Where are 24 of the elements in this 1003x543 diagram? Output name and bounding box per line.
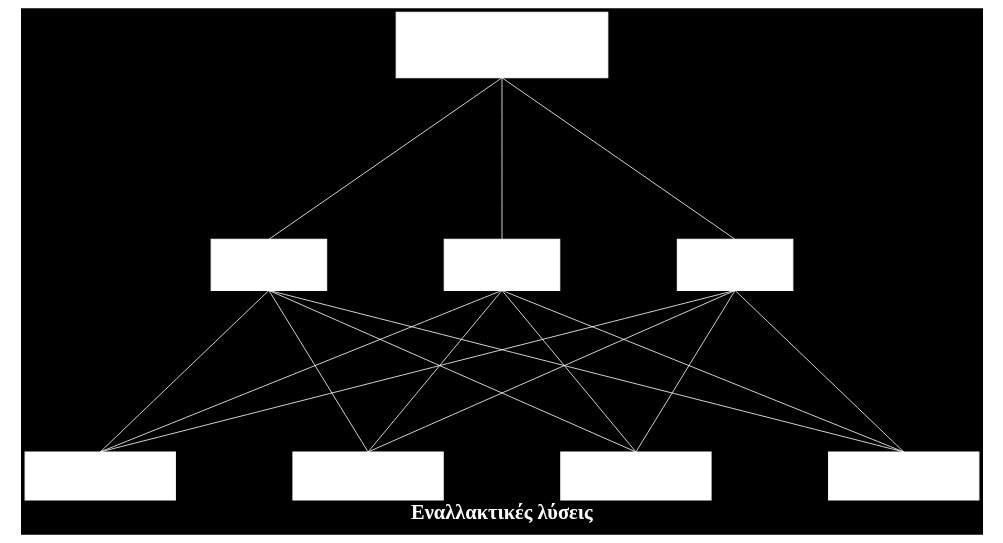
node-box bbox=[24, 451, 176, 501]
connector bbox=[367, 290, 502, 453]
node-box bbox=[291, 451, 444, 501]
connector bbox=[99, 290, 269, 453]
caption: Εναλλακτικές λύσεις bbox=[410, 501, 593, 524]
connector bbox=[501, 290, 904, 453]
connector bbox=[635, 290, 735, 453]
connector bbox=[268, 290, 368, 453]
connector bbox=[99, 290, 735, 453]
connector bbox=[99, 290, 502, 453]
node-box bbox=[210, 238, 327, 291]
node-box bbox=[443, 238, 560, 291]
connector bbox=[501, 290, 636, 453]
node-box bbox=[559, 451, 712, 501]
connector bbox=[268, 290, 904, 453]
node-box bbox=[827, 451, 979, 501]
connector bbox=[367, 290, 735, 453]
node-box bbox=[395, 11, 608, 79]
connector bbox=[501, 77, 735, 240]
node-box bbox=[676, 238, 793, 291]
connector bbox=[734, 290, 904, 453]
connector bbox=[268, 290, 636, 453]
connector bbox=[268, 77, 502, 240]
connector bbox=[501, 77, 502, 240]
